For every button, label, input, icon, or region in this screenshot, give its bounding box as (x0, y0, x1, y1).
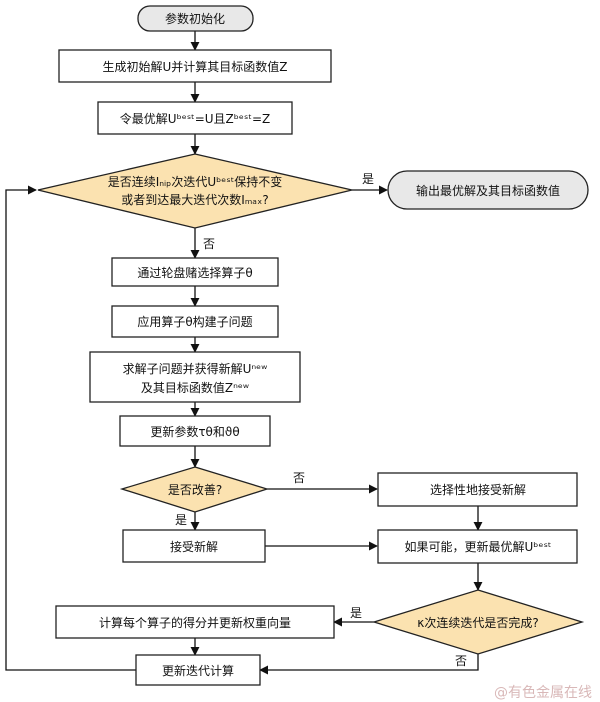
node-init: 参数初始化 (137, 5, 254, 32)
edge-iter-loop (5, 185, 136, 671)
node-update-params: 更新参数τθ和ϑθ (119, 415, 271, 447)
node-apply-operator-label: 应用算子θ构建子问题 (137, 314, 252, 329)
node-set-best: 令最优解Uᵇᵉˢᵗ=U且Zᵇᵉˢᵗ=Z (97, 101, 293, 135)
node-select-accept: 选择性地接受新解 (377, 472, 578, 507)
node-score-operators: 计算每个算子的得分并更新权重向量 (55, 605, 335, 639)
node-generate-initial: 生成初始解U并计算其目标函数值Z (58, 49, 332, 83)
node-roulette: 通过轮盘赌选择算子θ (111, 257, 279, 287)
label-yes-improve: 是 (175, 513, 187, 527)
label-yes-stop: 是 (362, 172, 374, 186)
decision-stop-label-2: 或者到达最大迭代次数Iₘₐₓ? (121, 192, 268, 207)
node-select-accept-label: 选择性地接受新解 (430, 482, 526, 497)
decision-improve: 是否改善? (119, 466, 270, 513)
label-yes-kappa: 是 (350, 606, 362, 620)
node-generate-initial-label: 生成初始解U并计算其目标函数值Z (102, 59, 287, 74)
decision-kappa: κ次连续迭代是否完成? (371, 589, 585, 655)
node-roulette-label: 通过轮盘赌选择算子θ (137, 265, 252, 280)
node-update-iteration-label: 更新迭代计算 (162, 663, 234, 678)
node-update-params-label: 更新参数τθ和ϑθ (150, 424, 239, 439)
node-accept-label: 接受新解 (170, 539, 218, 554)
node-output-label: 输出最优解及其目标函数值 (416, 183, 560, 198)
label-no-kappa: 否 (455, 654, 467, 668)
decision-stop: 是否连续Iₙᵢₚ次迭代Uᵇᵉˢᵗ保持不变 或者到达最大迭代次数Iₘₐₓ? (37, 153, 353, 229)
label-no-improve: 否 (293, 471, 305, 485)
decision-improve-label: 是否改善? (168, 482, 222, 497)
label-no-stop: 否 (203, 237, 215, 251)
node-solve-subproblem-label-2: 及其目标函数值Zⁿᵉʷ (141, 380, 249, 395)
node-update-iteration: 更新迭代计算 (135, 654, 261, 686)
decision-stop-label-1: 是否连续Iₙᵢₚ次迭代Uᵇᵉˢᵗ保持不变 (108, 174, 283, 189)
node-set-best-label: 令最优解Uᵇᵉˢᵗ=U且Zᵇᵉˢᵗ=Z (120, 111, 270, 126)
node-update-best-label: 如果可能，更新最优解Uᵇᵉˢᵗ (405, 539, 552, 554)
node-solve-subproblem: 求解子问题并获得新解Uⁿᵉʷ 及其目标函数值Zⁿᵉʷ (89, 351, 301, 403)
node-accept: 接受新解 (122, 529, 266, 563)
node-output: 输出最优解及其目标函数值 (387, 170, 589, 210)
node-score-operators-label: 计算每个算子的得分并更新权重向量 (99, 615, 291, 630)
flow-edges (5, 31, 483, 675)
node-solve-subproblem-label-1: 求解子问题并获得新解Uⁿᵉʷ (123, 361, 268, 376)
decision-kappa-label: κ次连续迭代是否完成? (417, 615, 538, 630)
node-update-best: 如果可能，更新最优解Uᵇᵉˢᵗ (377, 529, 578, 564)
watermark: @有色金属在线 (494, 684, 592, 701)
node-apply-operator: 应用算子θ构建子问题 (111, 305, 279, 338)
node-init-label: 参数初始化 (165, 11, 225, 26)
edge-kappa-iter (259, 654, 479, 675)
